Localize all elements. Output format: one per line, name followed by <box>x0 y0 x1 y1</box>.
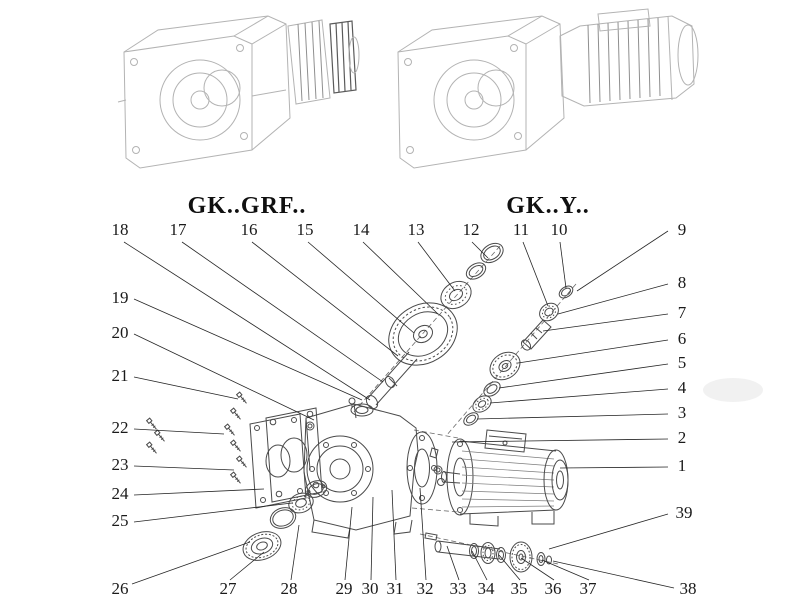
leader-lines <box>123 230 675 589</box>
callout-10: 10 <box>551 220 568 239</box>
callout-8: 8 <box>678 273 687 292</box>
callout-17: 17 <box>170 220 188 239</box>
bearing-inner <box>472 395 492 413</box>
watermark <box>703 378 763 402</box>
model-heading-grf: GK..GRF.. <box>188 193 307 219</box>
retaining-ring <box>480 242 504 264</box>
callout-37: 37 <box>580 579 598 598</box>
callout-36: 36 <box>545 579 562 598</box>
callout-38: 38 <box>680 579 697 598</box>
callout-26: 26 <box>112 579 129 598</box>
ball-bearing-large <box>440 280 472 310</box>
helical-gear-large <box>388 302 458 366</box>
spur-gear <box>489 351 521 381</box>
shaft-bearing <box>480 542 496 564</box>
callout-18: 18 <box>112 220 129 239</box>
output-bearing-group <box>242 480 328 561</box>
snap-ring <box>558 285 574 299</box>
callout-9: 9 <box>678 220 687 239</box>
callout-5: 5 <box>678 353 687 372</box>
circlip <box>269 507 297 529</box>
callout-35: 35 <box>511 579 528 598</box>
callout-11: 11 <box>513 220 529 239</box>
electric-motor <box>441 429 569 527</box>
callout-7: 7 <box>678 303 687 322</box>
seal-ring <box>465 262 487 280</box>
callout-31: 31 <box>387 579 404 598</box>
callout-2: 2 <box>678 428 687 447</box>
gasket-plate <box>249 413 307 509</box>
output-shaft-assembly <box>424 532 552 573</box>
callout-6: 6 <box>678 329 687 348</box>
callout-28: 28 <box>281 579 298 598</box>
flange-bolts <box>145 391 247 484</box>
callout-14: 14 <box>353 220 371 239</box>
callout-32: 32 <box>417 579 434 598</box>
callout-12: 12 <box>463 220 480 239</box>
bearing-cover <box>304 480 328 498</box>
shaft-gear <box>509 541 533 573</box>
callout-labels: 18 17 16 15 14 13 12 11 10 9 8 7 6 5 4 3… <box>112 220 697 598</box>
mounting-flange-plate <box>265 407 323 503</box>
ball-bearing-small <box>539 302 559 322</box>
callout-20: 20 <box>112 323 129 342</box>
pinion-shaft-assembly <box>463 285 574 426</box>
callout-23: 23 <box>112 455 129 474</box>
callout-19: 19 <box>112 288 129 307</box>
washer <box>483 381 501 397</box>
spacer-ring <box>463 412 479 426</box>
pinion-shaft <box>520 319 552 351</box>
gearbox-housing <box>303 397 419 539</box>
callout-1: 1 <box>678 456 687 475</box>
input-gear-assembly <box>365 242 504 410</box>
callout-4: 4 <box>678 378 687 397</box>
callout-39: 39 <box>676 503 693 522</box>
gear-shaft <box>367 351 418 406</box>
callout-13: 13 <box>408 220 425 239</box>
callout-34: 34 <box>478 579 496 598</box>
callout-25: 25 <box>112 511 129 530</box>
gearbox-drawing-grf <box>117 15 360 169</box>
callout-22: 22 <box>112 418 129 437</box>
shaft-key <box>424 532 438 541</box>
callout-3: 3 <box>678 403 687 422</box>
callout-33: 33 <box>450 579 467 598</box>
toothed-locknut <box>242 531 282 561</box>
gearbox-drawing-y <box>397 8 699 169</box>
callout-30: 30 <box>362 579 379 598</box>
assembly-axes <box>351 245 577 565</box>
callout-16: 16 <box>241 220 258 239</box>
callout-29: 29 <box>336 579 353 598</box>
model-heading-y: GK..Y.. <box>506 193 589 219</box>
callout-24: 24 <box>112 484 130 503</box>
callout-21: 21 <box>112 366 129 385</box>
output-flange <box>406 431 438 505</box>
callout-15: 15 <box>297 220 314 239</box>
callout-27: 27 <box>220 579 238 598</box>
